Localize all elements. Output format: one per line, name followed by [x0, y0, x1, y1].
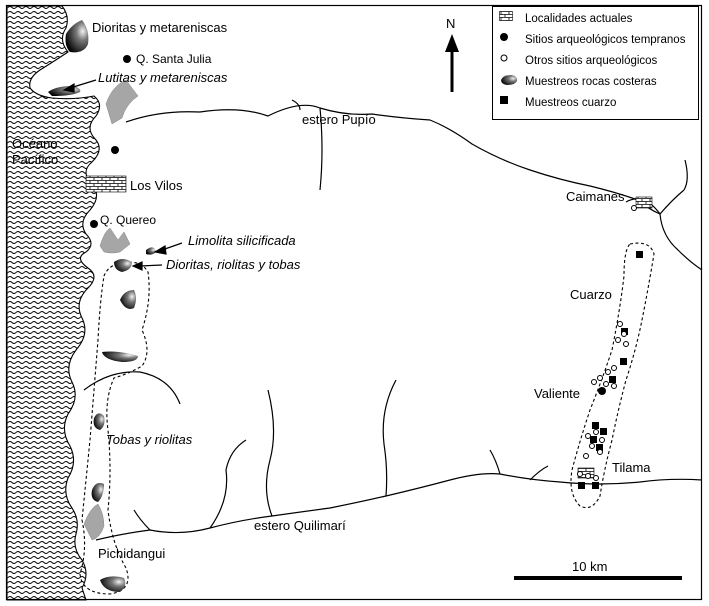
- quartz-zone-outline: [570, 242, 655, 509]
- label-los-vilos: Los Vilos: [130, 178, 183, 193]
- label-arrows: [62, 79, 183, 271]
- legend-row-rock-samples: Muestreos rocas costeras: [499, 74, 657, 90]
- label-pacifico: Pacífico: [12, 152, 59, 167]
- label-dioritas-riolitas: Dioritas, riolitas y tobas: [166, 257, 301, 272]
- label-lutitas: Lutitas y metareniscas: [98, 70, 228, 85]
- label-tilama: Tilama: [612, 460, 651, 475]
- early-site-santa-julia: [123, 55, 131, 63]
- town-los-vilos: [85, 175, 127, 193]
- label-caimanes: Caimanes: [566, 189, 625, 204]
- label-q-santa-julia: Q. Santa Julia: [136, 52, 212, 66]
- label-limolita: Limolita silicificada: [188, 233, 296, 248]
- rock-samples: [48, 20, 156, 592]
- scale-label: 10 km: [572, 559, 608, 574]
- scale-bar: [514, 576, 682, 580]
- label-pichidangui: Pichidangui: [98, 546, 166, 561]
- estuary-quereo: [99, 227, 131, 254]
- ocean-coast-band: [6, 5, 101, 601]
- sampling-zones: [79, 242, 655, 595]
- label-oceano: Océano: [12, 136, 58, 151]
- north-arrow-icon: [445, 34, 459, 92]
- legend-label: Localidades actuales: [525, 13, 633, 25]
- rivers: [83, 99, 703, 541]
- legend-label: Muestreos cuarzo: [525, 97, 617, 109]
- other-sites: [577, 205, 637, 481]
- label-dioritas-metareniscas: Dioritas y metareniscas: [92, 20, 228, 35]
- label-cuarzo: Cuarzo: [570, 287, 612, 302]
- town-caimanes: [635, 196, 653, 209]
- label-estero-quilimari: estero Quilimarí: [254, 518, 346, 533]
- estuary-north: [105, 79, 139, 125]
- label-q-quereo: Q. Quereo: [100, 213, 157, 227]
- legend-label: Muestreos rocas costeras: [525, 76, 657, 88]
- legend-label: Otros sitios arqueológicos: [525, 55, 658, 67]
- legend-row-other-sites: Otros sitios arqueológicos: [499, 53, 657, 69]
- north-label: N: [446, 16, 456, 31]
- early-site-los-vilos: [111, 146, 119, 154]
- coastal-zone-outline: [79, 261, 150, 595]
- legend-row-early-sites: Sitios arqueológicos tempranos: [499, 32, 685, 48]
- legend-row-quartz-samples: Muestreos cuarzo: [499, 95, 616, 111]
- legend-label: Sitios arqueológicos tempranos: [525, 34, 686, 46]
- map-legend: Localidades actuales Sitios arqueológico…: [492, 6, 699, 120]
- early-site-quereo: [90, 220, 98, 228]
- early-site-valiente: [598, 387, 606, 395]
- estuary-south: [83, 503, 105, 541]
- legend-row-towns: Localidades actuales: [499, 11, 632, 27]
- label-valiente: Valiente: [534, 386, 581, 401]
- label-estero-pupio: estero Pupío: [302, 112, 376, 127]
- label-tobas-riolitas: Tobas y riolitas: [106, 432, 193, 447]
